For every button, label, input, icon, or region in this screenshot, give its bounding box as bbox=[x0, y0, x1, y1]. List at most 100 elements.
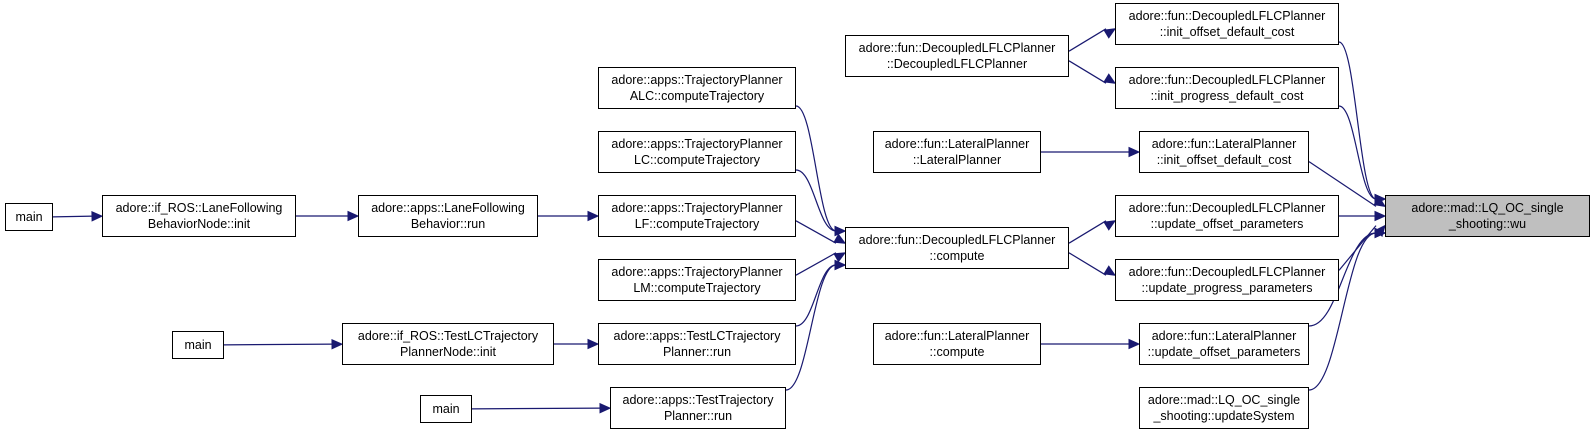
edge-lateral-init-offset-to-lq-wu bbox=[1308, 161, 1377, 207]
node-label-line: adore::fun::DecoupledLFLCPlanner bbox=[1128, 265, 1326, 279]
node-label-line: _shooting::updateSystem bbox=[1153, 409, 1295, 423]
edge-dlflc-ctor-to-dlflc-init-offset bbox=[1068, 28, 1107, 52]
node-label-line: adore::fun::LateralPlanner bbox=[1151, 329, 1297, 343]
edge-testlc-planner-run-to-dlflc-compute bbox=[795, 264, 837, 327]
arrow-head-icon bbox=[833, 233, 847, 244]
edge-main-a-to-lanefollowing-node-init bbox=[52, 215, 94, 218]
arrow-head-icon bbox=[833, 252, 847, 263]
node-label-line: ::init_offset_default_cost bbox=[1156, 153, 1292, 167]
arrow-head-icon bbox=[91, 211, 104, 222]
node-lateral-update-offset[interactable]: adore::fun::LateralPlanner::update_offse… bbox=[1139, 323, 1309, 365]
arrow-head-icon bbox=[331, 338, 344, 350]
node-label-line: PlannerNode::init bbox=[400, 345, 496, 359]
edge-dlflc-compute-to-dlflc-update-offset bbox=[1068, 220, 1107, 244]
arrow-head-icon bbox=[1128, 338, 1141, 350]
node-main-b[interactable]: main bbox=[172, 331, 224, 359]
edge-dlflc-init-offset-to-lq-wu bbox=[1338, 41, 1377, 200]
node-label-line: ::update_offset_parameters bbox=[1150, 217, 1304, 231]
node-label-line: BehaviorNode::init bbox=[147, 217, 251, 231]
node-main-c[interactable]: main bbox=[420, 395, 472, 423]
edge-dlflc-update-progress-to-lq-wu bbox=[1338, 225, 1377, 271]
node-label-line: ::LateralPlanner bbox=[912, 153, 1002, 167]
edge-tp-lm-compute-to-dlflc-compute bbox=[795, 252, 837, 276]
edge-dlflc-compute-to-dlflc-update-progress bbox=[1068, 252, 1107, 276]
node-dlflc-update-progress[interactable]: adore::fun::DecoupledLFLCPlanner::update… bbox=[1115, 259, 1339, 301]
node-main-a[interactable]: main bbox=[5, 203, 53, 231]
arrow-head-icon bbox=[1373, 196, 1387, 208]
arrow-head-icon bbox=[834, 259, 847, 271]
node-lateral-ctor[interactable]: adore::fun::LateralPlanner::LateralPlann… bbox=[873, 131, 1041, 173]
node-lq-update-system[interactable]: adore::mad::LQ_OC_single_shooting::updat… bbox=[1139, 387, 1309, 429]
node-label-line: adore::fun::LateralPlanner bbox=[884, 329, 1030, 343]
node-label-line: adore::apps::TrajectoryPlanner bbox=[611, 73, 783, 87]
node-label-line: _shooting::wu bbox=[1448, 217, 1527, 231]
node-label-line: ::update_progress_parameters bbox=[1141, 281, 1313, 295]
node-label-line: adore::fun::DecoupledLFLCPlanner bbox=[1128, 9, 1326, 23]
edge-tp-lc-compute-to-dlflc-compute bbox=[795, 169, 837, 232]
node-label-line: Planner::run bbox=[663, 409, 733, 423]
arrow-head-icon bbox=[587, 210, 600, 222]
node-label-line: adore::fun::DecoupledLFLCPlanner bbox=[858, 41, 1056, 55]
node-label-line: LF::computeTrajectory bbox=[634, 217, 760, 231]
node-label-line: ::compute bbox=[929, 249, 985, 263]
node-label-line: adore::apps::TrajectoryPlanner bbox=[611, 137, 783, 151]
arrow-head-icon bbox=[1374, 210, 1387, 222]
node-dlflc-init-progress[interactable]: adore::fun::DecoupledLFLCPlanner::init_p… bbox=[1115, 67, 1339, 109]
edge-main-b-to-testlc-node-init bbox=[223, 343, 334, 346]
node-label-line: adore::fun::DecoupledLFLCPlanner bbox=[858, 233, 1056, 247]
node-label-line: adore::fun::LateralPlanner bbox=[1151, 137, 1297, 151]
arrow-head-icon bbox=[834, 225, 847, 237]
node-dlflc-init-offset[interactable]: adore::fun::DecoupledLFLCPlanner::init_o… bbox=[1115, 3, 1339, 45]
arrow-head-icon bbox=[1103, 28, 1117, 39]
node-label-line: adore::mad::LQ_OC_single bbox=[1411, 201, 1564, 215]
edge-lq-update-system-to-lq-wu bbox=[1308, 232, 1377, 391]
arrow-head-icon bbox=[587, 338, 600, 350]
node-label-line: adore::apps::TrajectoryPlanner bbox=[611, 265, 783, 279]
edge-lateral-update-offset-to-lq-wu bbox=[1308, 232, 1377, 327]
node-label-line: ::init_progress_default_cost bbox=[1150, 89, 1304, 103]
node-lq-wu[interactable]: adore::mad::LQ_OC_single_shooting::wu bbox=[1385, 195, 1590, 237]
arrow-head-icon bbox=[1374, 227, 1387, 239]
node-label-line: main bbox=[15, 210, 43, 224]
node-label-line: adore::mad::LQ_OC_single bbox=[1147, 393, 1301, 407]
node-label-line: adore::if_ROS::TestLCTrajectory bbox=[357, 329, 539, 343]
edge-tp-alc-compute-to-dlflc-compute bbox=[795, 105, 837, 232]
arrow-head-icon bbox=[1103, 265, 1117, 276]
node-label-line: ::DecoupledLFLCPlanner bbox=[886, 57, 1028, 71]
arrow-head-icon bbox=[1103, 220, 1117, 231]
arrow-head-icon bbox=[347, 210, 360, 222]
node-label-line: ALC::computeTrajectory bbox=[629, 89, 765, 103]
node-label-line: adore::fun::LateralPlanner bbox=[884, 137, 1030, 151]
node-lateral-compute[interactable]: adore::fun::LateralPlanner::compute bbox=[873, 323, 1041, 365]
node-label-line: adore::fun::DecoupledLFLCPlanner bbox=[1128, 73, 1326, 87]
edge-tp-lf-compute-to-dlflc-compute bbox=[795, 220, 837, 244]
node-dlflc-compute[interactable]: adore::fun::DecoupledLFLCPlanner::comput… bbox=[845, 227, 1069, 269]
node-label-line: adore::apps::LaneFollowing bbox=[371, 201, 525, 215]
node-dlflc-update-offset[interactable]: adore::fun::DecoupledLFLCPlanner::update… bbox=[1115, 195, 1339, 237]
node-label-line: ::init_offset_default_cost bbox=[1159, 25, 1295, 39]
node-label-line: ::update_offset_parameters bbox=[1147, 345, 1301, 359]
edge-dlflc-init-progress-to-lq-wu bbox=[1338, 105, 1377, 200]
node-dlflc-ctor[interactable]: adore::fun::DecoupledLFLCPlanner::Decoup… bbox=[845, 35, 1069, 77]
node-label-line: LM::computeTrajectory bbox=[633, 281, 761, 295]
node-label-line: LC::computeTrajectory bbox=[634, 153, 760, 167]
edge-test-planner-run-to-dlflc-compute bbox=[785, 264, 837, 391]
node-label-line: adore::apps::TestTrajectory bbox=[622, 393, 774, 407]
edge-dlflc-ctor-to-dlflc-init-progress bbox=[1068, 60, 1107, 84]
node-label-line: adore::apps::TrajectoryPlanner bbox=[611, 201, 783, 215]
arrow-head-icon bbox=[1128, 146, 1141, 158]
node-lateral-init-offset[interactable]: adore::fun::LateralPlanner::init_offset_… bbox=[1139, 131, 1309, 173]
arrow-head-icon bbox=[1103, 73, 1117, 84]
node-label-line: ::compute bbox=[929, 345, 985, 359]
